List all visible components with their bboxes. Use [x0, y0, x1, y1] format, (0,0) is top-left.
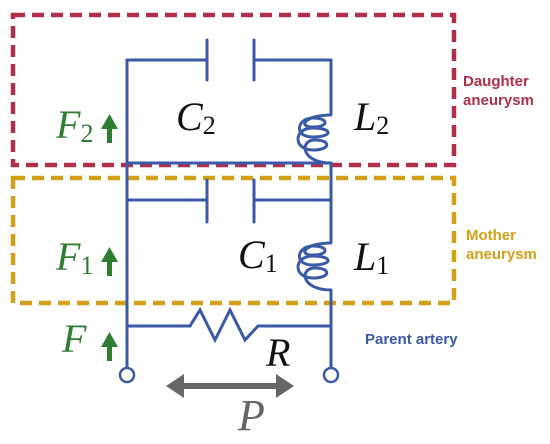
force-label-f2: F2	[55, 102, 93, 148]
force-arrow-f1	[101, 247, 118, 276]
l1-letter: L	[353, 234, 376, 279]
parent-artery-label: Parent artery	[365, 331, 458, 348]
l2-subscript: 2	[376, 111, 389, 140]
c1-letter: C	[238, 232, 266, 277]
pressure-double-arrow	[166, 374, 294, 398]
label-l2: L2	[353, 94, 389, 140]
force-arrow-f	[101, 332, 118, 361]
label-c1: C1	[238, 232, 278, 278]
l2-letter: L	[353, 94, 376, 139]
daughter-label-line2: aneurysm	[463, 92, 534, 109]
daughter-aneurysm-box	[10, 12, 457, 168]
mother-aneurysm-box	[10, 175, 457, 306]
f2-letter: F	[55, 102, 81, 147]
daughter-label-line1: Daughter	[463, 73, 529, 90]
mother-label-line2: aneurysm	[466, 246, 537, 263]
c2-subscript: 2	[203, 111, 216, 140]
force-label-f1: F1	[55, 234, 93, 280]
mother-aneurysm-label: Mother aneurysm	[466, 227, 537, 263]
daughter-aneurysm-label: Daughter aneurysm	[463, 73, 534, 109]
inductor-l1-coil	[296, 241, 332, 292]
label-c2: C2	[176, 94, 216, 140]
force-arrow-f2	[101, 114, 118, 143]
c1-subscript: 1	[265, 249, 278, 278]
inductor-l2-coil	[296, 113, 332, 165]
label-r: R	[265, 330, 290, 375]
label-l1: L1	[353, 234, 389, 280]
mother-label-line1: Mother	[466, 227, 516, 244]
right-terminal	[322, 366, 340, 384]
circuit-wires	[125, 38, 333, 370]
left-terminal	[118, 366, 136, 384]
f1-subscript: 1	[80, 251, 93, 280]
f2-subscript: 2	[80, 119, 93, 148]
force-label-f: F	[61, 316, 87, 361]
f1-letter: F	[55, 234, 81, 279]
resistor-zigzag	[188, 306, 260, 344]
l1-subscript: 1	[376, 251, 389, 280]
c2-letter: C	[176, 94, 204, 139]
label-p: P	[237, 391, 265, 440]
